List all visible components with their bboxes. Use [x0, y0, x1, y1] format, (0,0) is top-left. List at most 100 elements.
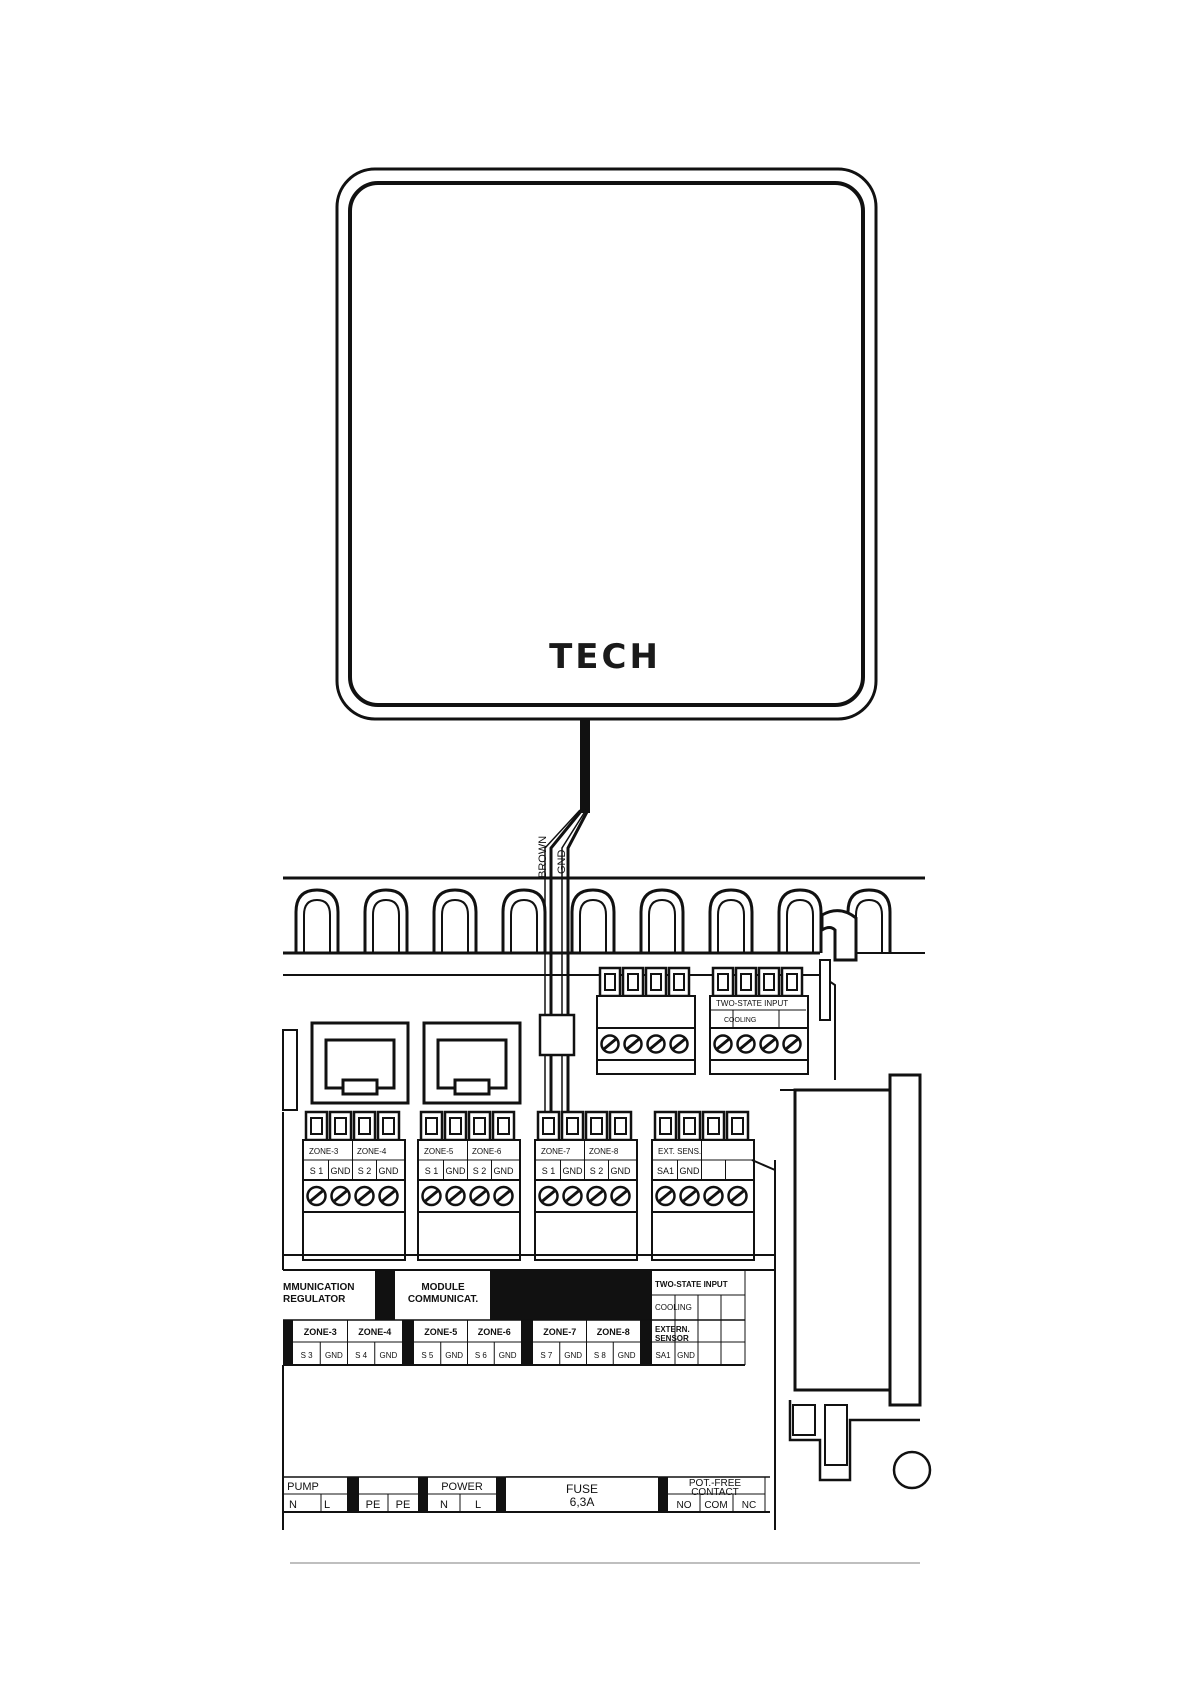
pump-term-l: L	[324, 1499, 330, 1511]
vent-rib-inner	[441, 898, 469, 953]
band-terminal-label: S 7	[540, 1351, 553, 1360]
terminal-label: S 1	[310, 1166, 324, 1176]
clamp-slot	[590, 1117, 603, 1135]
band-terminal-label: GND	[325, 1351, 343, 1360]
band-sa-terminal-label: GND	[677, 1351, 695, 1360]
clamp-slot	[707, 1117, 720, 1135]
band-terminal-label: S 4	[355, 1351, 368, 1360]
clamp-slot	[604, 973, 616, 991]
board-lower-area: PUMP N L PE PE POWER N L FUSE 6,3A POT.-…	[282, 1160, 932, 1530]
terminal-base	[417, 1211, 521, 1261]
screw-slot	[357, 1189, 372, 1203]
screw-slot	[739, 1037, 753, 1051]
comm-regulator-label-1: MMUNICATION	[283, 1282, 354, 1293]
screw-slot	[613, 1189, 628, 1203]
power-term-l: L	[475, 1499, 481, 1511]
zone-label: ZONE-3	[309, 1147, 339, 1156]
screw-slot	[541, 1189, 556, 1203]
screw-slot	[472, 1189, 487, 1203]
vent-rib-inner	[303, 898, 331, 953]
vent-rib-inner	[648, 898, 676, 953]
clamp-slot	[650, 973, 662, 991]
vent-rib-inner	[786, 898, 814, 953]
terminal-base	[596, 1059, 696, 1075]
screw-slot	[626, 1037, 640, 1051]
screw-slot	[309, 1189, 324, 1203]
terminal-label-strip	[596, 995, 696, 1029]
comm-regulator-label-2: REGULATOR	[283, 1294, 346, 1305]
band-zone-label: ZONE-4	[358, 1327, 391, 1337]
band-terminal-label: S 6	[475, 1351, 488, 1360]
power-label: POWER	[441, 1481, 483, 1493]
band-terminal-label: GND	[379, 1351, 397, 1360]
fuse-label: FUSE	[566, 1482, 598, 1496]
terminal-label: S 2	[358, 1166, 372, 1176]
power-term-n: N	[440, 1499, 448, 1511]
screw-slot	[603, 1037, 617, 1051]
wire-label-gnd: GND	[556, 850, 568, 875]
clamp-slot	[763, 973, 775, 991]
cooling-label: COOLING	[655, 1303, 692, 1312]
terminal-base	[709, 1059, 809, 1075]
rj-socket-left	[310, 1021, 410, 1105]
terminal-label: GND	[563, 1166, 584, 1176]
clamp-slot	[497, 1117, 510, 1135]
zone-label: ZONE-4	[357, 1147, 387, 1156]
screw-slot	[448, 1189, 463, 1203]
terminal-label: GND	[680, 1166, 701, 1176]
vent-rib-inner	[855, 898, 883, 953]
vent-rib-inner	[717, 898, 745, 953]
terminal-label: GND	[446, 1166, 467, 1176]
clamp-slot	[358, 1117, 371, 1135]
terminal-label: GND	[494, 1166, 515, 1176]
module-comm-label-2: COMMUNICAT.	[408, 1294, 479, 1305]
zone-label: ZONE-5	[424, 1147, 454, 1156]
clamp-slot	[659, 1117, 672, 1135]
temperature-sensor: TECH	[335, 167, 878, 721]
clamp-slot	[740, 973, 752, 991]
pump-term-n: N	[289, 1499, 297, 1511]
band-terminal-label: GND	[499, 1351, 517, 1360]
terminal-label: SA1	[657, 1166, 674, 1176]
terminal-label: S 1	[425, 1166, 439, 1176]
zone-label: ZONE-7	[541, 1147, 571, 1156]
band-zone-label: ZONE-8	[597, 1327, 630, 1337]
clamp-slot	[731, 1117, 744, 1135]
pe-term-2: PE	[396, 1499, 411, 1511]
extern-sensor-label-1: EXTERN.	[655, 1325, 690, 1334]
screw-slot	[658, 1189, 673, 1203]
band-terminal-label: GND	[618, 1351, 636, 1360]
screw-slot	[589, 1189, 604, 1203]
clamp-slot	[673, 973, 685, 991]
clamp-slot	[310, 1117, 323, 1135]
band-zone-label: ZONE-7	[543, 1327, 576, 1337]
terminal-base	[651, 1211, 755, 1261]
zone-label: ZONE-8	[589, 1147, 619, 1156]
clamp-slot	[627, 973, 639, 991]
terminal-block	[596, 966, 696, 1075]
terminal-base	[534, 1211, 638, 1261]
module-comm-label-1: MODULE	[421, 1282, 465, 1293]
screw-slot	[333, 1189, 348, 1203]
band-terminal-label: S 3	[301, 1351, 314, 1360]
potfree-term-no: NO	[677, 1500, 692, 1511]
screw-slot	[649, 1037, 663, 1051]
clamp-slot	[425, 1117, 438, 1135]
potfree-label-1: POT.-FREE	[689, 1478, 742, 1489]
band-terminal-label: GND	[564, 1351, 582, 1360]
clamp-slot	[334, 1117, 347, 1135]
terminal-label: GND	[611, 1166, 632, 1176]
transformer	[780, 1073, 922, 1407]
screw-slot	[672, 1037, 686, 1051]
screw-slot	[565, 1189, 580, 1203]
two-state-input-label: TWO-STATE INPUT	[655, 1280, 728, 1289]
clamp-slot	[449, 1117, 462, 1135]
band-sa-terminal-label: SA1	[655, 1351, 671, 1360]
